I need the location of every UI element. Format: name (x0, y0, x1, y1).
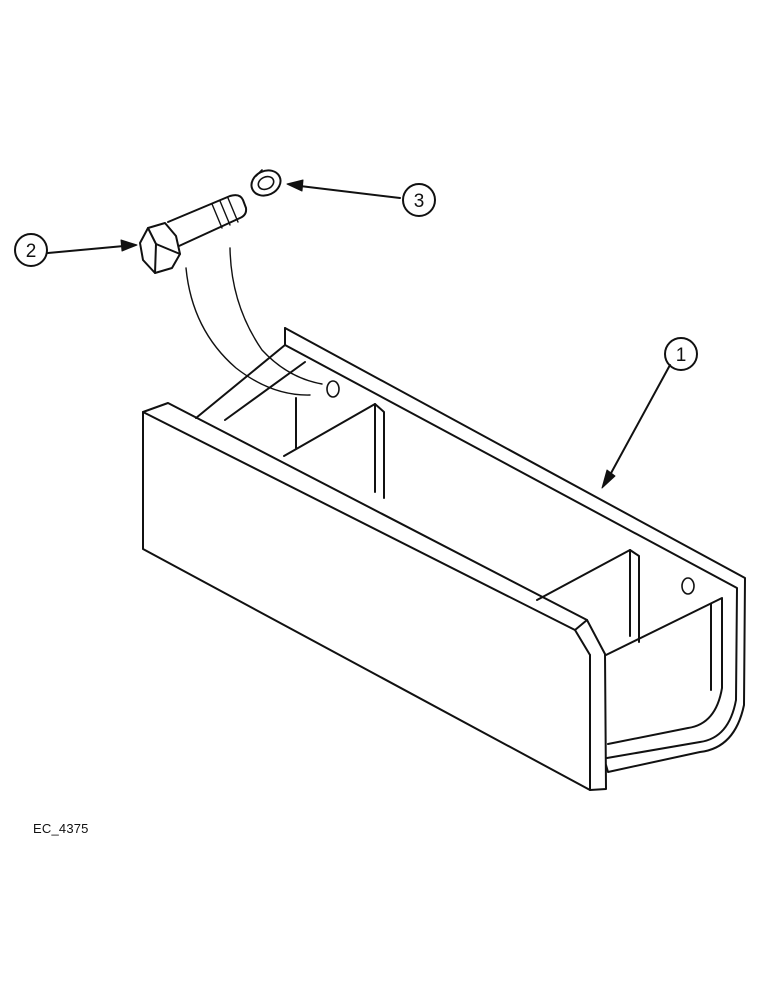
arrowhead-1 (601, 469, 616, 489)
callout-1: 1 (664, 337, 698, 371)
bracket-mount-hole-left (326, 380, 340, 398)
bolt-hex-head (139, 222, 181, 274)
bolt-assembly-path (185, 267, 311, 396)
leader-line-3 (299, 185, 401, 199)
figure-id-label: EC_4375 (33, 821, 89, 836)
bolt-part (139, 194, 323, 396)
leader-line-1 (609, 364, 671, 476)
arrowhead-2 (120, 239, 138, 252)
lock-washer (250, 169, 282, 197)
callout-2: 2 (14, 233, 48, 267)
callout-leaders (47, 179, 671, 489)
bracket-part (142, 327, 746, 791)
bracket-back-wall (284, 327, 746, 773)
callout-circle-2 (14, 233, 48, 267)
bracket-front-wall (142, 402, 607, 791)
bracket-mount-hole-right (681, 577, 695, 595)
callout-3: 3 (402, 183, 436, 217)
washer-part (250, 169, 282, 197)
bracket-left-end-wall (195, 344, 286, 419)
bracket-left-divider (283, 403, 385, 499)
callout-number-3: 3 (414, 191, 425, 212)
arrowhead-3 (286, 179, 304, 192)
callout-circle-3 (402, 183, 436, 217)
bracket-left-end-inner (224, 361, 306, 421)
callout-circle-1 (664, 337, 698, 371)
bracket-right-divider (536, 549, 640, 643)
bracket-front-wall-top-edge (142, 411, 591, 656)
leader-line-2 (47, 245, 125, 254)
bracket-right-end-wall (605, 597, 723, 745)
bolt-shank (167, 194, 248, 247)
callout-number-2: 2 (26, 241, 37, 262)
bracket-back-wall-top-edge (284, 327, 738, 759)
callout-number-1: 1 (676, 345, 687, 366)
